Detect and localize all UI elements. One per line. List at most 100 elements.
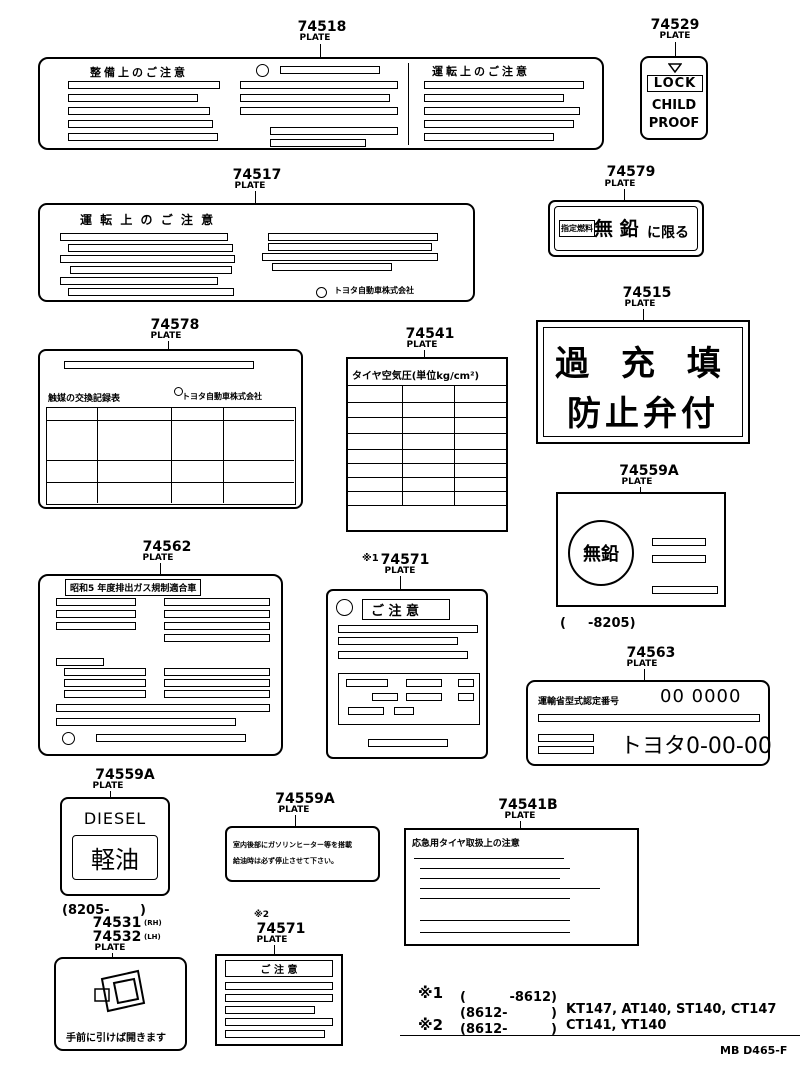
- leader-line: [520, 821, 521, 829]
- rule-line: [420, 868, 570, 869]
- rule-line: [348, 449, 506, 450]
- plate-74541B[interactable]: 応急用タイヤ取扱上の注意: [404, 828, 639, 946]
- leader-line: [110, 791, 111, 798]
- note-1-mark: ※1: [418, 984, 444, 1002]
- text-placeholder-bar: [56, 658, 104, 666]
- plate-74578-maker: トヨタ自動車株式会社: [182, 392, 262, 401]
- text-placeholder-bar: [652, 538, 706, 546]
- diesel-oil-label: 軽油: [72, 835, 158, 880]
- range-label: (8205- ): [62, 903, 146, 918]
- text-placeholder-bar: [96, 734, 246, 742]
- text-placeholder-bar: [538, 746, 594, 754]
- text-placeholder-bar: [652, 555, 706, 563]
- plate-74578[interactable]: 触媒の交換記録表 トヨタ自動車株式会社: [38, 349, 303, 509]
- text-placeholder-bar: [164, 598, 270, 606]
- text-placeholder-bar: [348, 707, 384, 715]
- text-placeholder-bar: [338, 637, 458, 645]
- plate-74517-title: 運 転 上 の ご 注 意: [80, 213, 216, 227]
- part-number-74515: 74515: [622, 285, 672, 301]
- text-placeholder-bar: [270, 127, 398, 135]
- plate-74571-a[interactable]: ご 注 意: [326, 589, 488, 759]
- plate-74571-b[interactable]: ご 注 意: [215, 954, 343, 1046]
- text-placeholder-bar: [424, 81, 584, 89]
- plate-74579-big: 無 鉛: [594, 218, 639, 240]
- text-placeholder-bar: [424, 107, 580, 115]
- text-placeholder-bar: [346, 679, 388, 687]
- text-placeholder-bar: [68, 288, 234, 296]
- rule-line: [348, 491, 506, 492]
- text-placeholder-bar: [68, 94, 198, 102]
- divider: [400, 1035, 800, 1036]
- rule-line: [420, 898, 570, 899]
- part-number-74559A-diesel: 74559A: [95, 767, 155, 783]
- leader-line: [644, 669, 645, 681]
- note-1-range: ( -8612): [460, 990, 557, 1005]
- leader-line: [640, 487, 641, 493]
- text-placeholder-bar: [538, 734, 594, 742]
- plate-74578-left: 触媒の交換記録表: [48, 394, 121, 404]
- plate-74559A-unleaded[interactable]: 無鉛: [556, 492, 726, 607]
- text-placeholder-bar: [268, 233, 438, 241]
- plate-74541B-title: 応急用タイヤ取扱上の注意: [412, 839, 520, 849]
- part-number-74532: 74532: [92, 929, 142, 945]
- plate-74571-a-title: ご 注 意: [362, 599, 451, 620]
- plate-74518-left-title: 整備上のご注意: [90, 66, 188, 79]
- suffix-rh: (RH): [144, 919, 162, 927]
- plate-74531[interactable]: 手前に引けば開きます: [54, 957, 187, 1051]
- plate-74579[interactable]: 指定燃料 無 鉛 に限る: [548, 200, 704, 257]
- text-placeholder-bar: [272, 263, 392, 271]
- plate-74559A-circle-text: 無鉛: [583, 544, 619, 565]
- leader-line: [295, 815, 296, 827]
- text-placeholder-bar: [60, 277, 218, 285]
- plate-74517[interactable]: 運 転 上 の ご 注 意 トヨタ自動車株式会社: [38, 203, 475, 302]
- proof-label: PROOF: [648, 116, 700, 131]
- door-handle-icon: [94, 969, 146, 1013]
- text-placeholder-bar: [68, 120, 213, 128]
- rule-line: [97, 408, 98, 503]
- range-label: ( -8205): [560, 616, 636, 631]
- plate-74515[interactable]: 過 充 填 防止弁付: [536, 320, 750, 444]
- text-placeholder-bar: [424, 94, 564, 102]
- leader-line: [274, 945, 275, 955]
- part-number-74562: 74562: [142, 539, 192, 555]
- leader-line: [320, 44, 321, 58]
- text-placeholder-bar: [68, 133, 218, 141]
- rule-line: [348, 385, 506, 386]
- plate-74563-num: 00 0000: [660, 686, 742, 707]
- plate-74559A-heater[interactable]: 室内後部にガソリンヒーター等を搭載 給油時は必ず停止させて下さい。: [225, 826, 380, 882]
- text-placeholder-bar: [268, 243, 432, 251]
- plate-74515-line1: 過 充 填: [555, 344, 731, 384]
- text-placeholder-bar: [424, 133, 554, 141]
- rule-line: [47, 482, 294, 483]
- plate-74563-code: トヨタ0-00-00: [620, 734, 772, 759]
- plate-label: PLATE: [278, 805, 310, 815]
- plate-label: PLATE: [621, 477, 653, 487]
- rule-line: [348, 417, 506, 418]
- part-number-74559A: 74559A: [619, 463, 679, 479]
- plate-74541-title: タイヤ空気圧(単位kg/cm²): [352, 371, 480, 382]
- plate-74518[interactable]: 整備上のご注意 運転上のご注意: [38, 57, 604, 150]
- text-placeholder-bar: [458, 693, 474, 701]
- leader-line: [255, 191, 256, 204]
- rule-line: [420, 932, 570, 933]
- rule-line: [408, 63, 409, 145]
- text-placeholder-bar: [406, 679, 442, 687]
- text-placeholder-bar: [164, 634, 270, 642]
- plate-74559A-diesel[interactable]: DIESEL 軽油: [60, 797, 170, 896]
- plate-label: PLATE: [234, 181, 266, 191]
- rule-line: [454, 385, 455, 505]
- leader-line: [112, 953, 113, 958]
- plate-74571-b-title: ご 注 意: [225, 960, 333, 977]
- plate-74529[interactable]: LOCK CHILD PROOF: [640, 56, 708, 140]
- rule-line: [420, 920, 570, 921]
- text-placeholder-bar: [64, 679, 146, 687]
- text-placeholder-bar: [68, 107, 210, 115]
- text-placeholder-bar: [56, 610, 136, 618]
- plate-74563[interactable]: 運輸省型式認定番号 00 0000 トヨタ0-00-00: [526, 680, 772, 766]
- text-placeholder-bar: [338, 625, 478, 633]
- part-number-74563: 74563: [626, 645, 676, 661]
- maker-logo-icon: [174, 387, 183, 396]
- plate-74562[interactable]: 昭和5 年度排出ガス規制適合車: [38, 574, 283, 756]
- rule-line: [171, 408, 172, 503]
- plate-74541[interactable]: タイヤ空気圧(単位kg/cm²): [346, 357, 508, 532]
